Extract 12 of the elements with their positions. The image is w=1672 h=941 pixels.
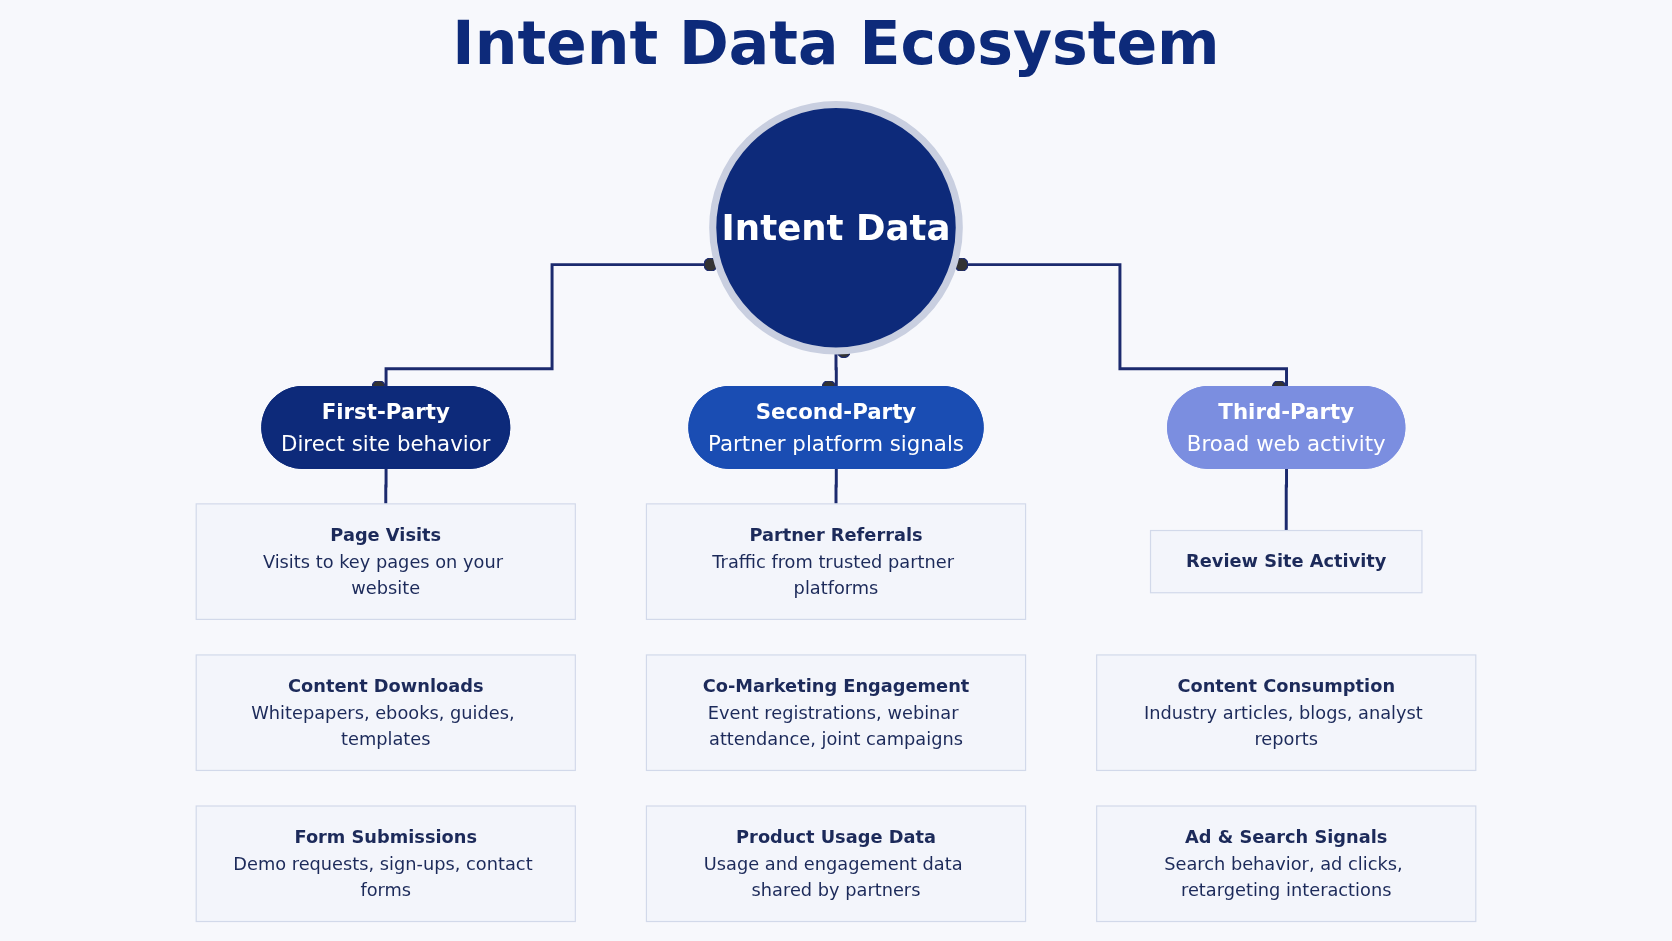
- node-box: Form Submissions Demo requests, sign-ups, contact forms: [195, 805, 576, 923]
- node-box: Content Consumption Industry articles, blogs, analyst reports: [1096, 654, 1477, 772]
- connector: [1284, 467, 1289, 532]
- node-box: Partner Referrals Traffic from trusted partner platforms: [645, 503, 1027, 620]
- node-box: Page Visits Visits to key pages on your website: [195, 503, 576, 620]
- node-circle: Intent Data: [709, 100, 963, 355]
- node-box: Ad & Search Signals Search behavior, ad clicks, retargeting interactions: [1096, 805, 1477, 923]
- node-box: Co-Marketing Engagement Event registrations, webinar attendance, joint campaigns: [645, 654, 1027, 772]
- title: Intent Data Ecosystem: [451, 8, 1221, 78]
- node-box: Product Usage Data Usage and engagement data shared by partners: [645, 805, 1027, 923]
- node-box: Content Downloads Whitepapers, ebooks, guides, templates: [195, 654, 576, 772]
- node-box: Review Site Activity: [1149, 529, 1423, 594]
